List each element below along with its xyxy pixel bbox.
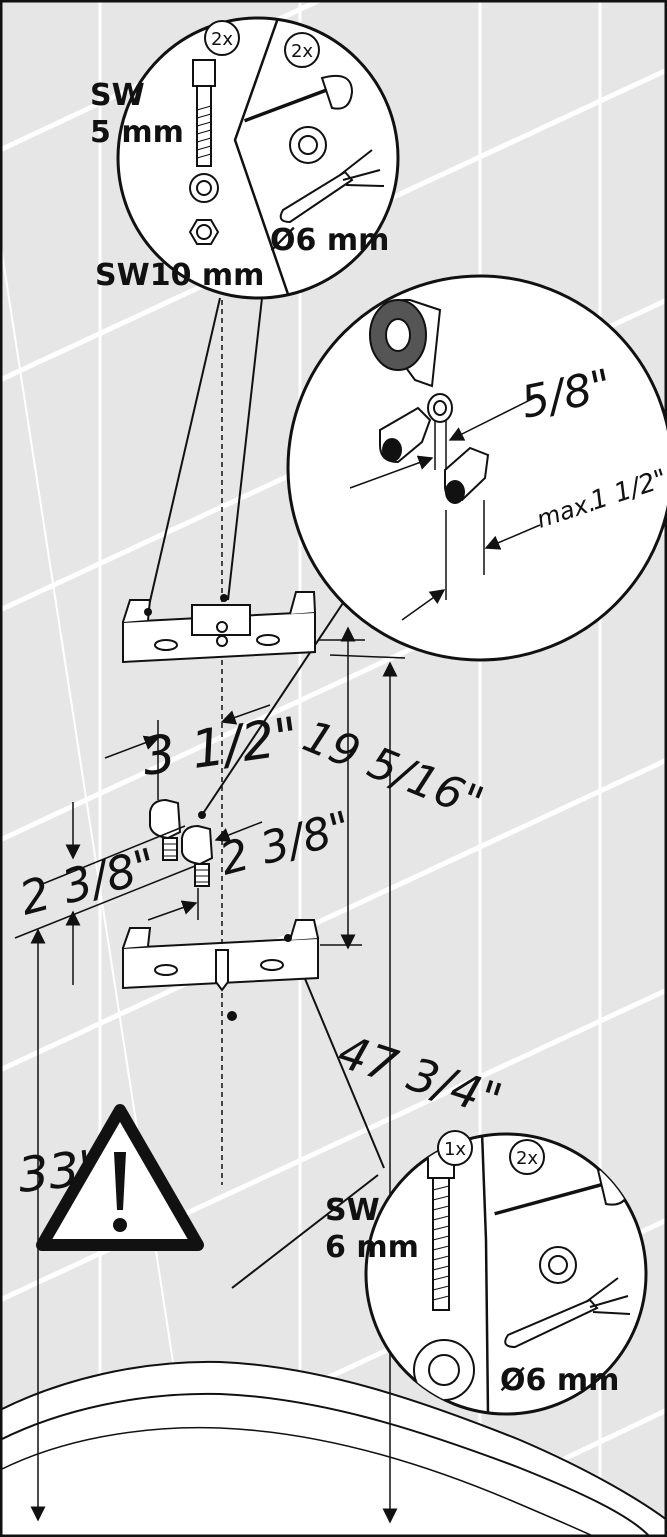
warning-icon [36, 1104, 204, 1251]
elbow-lower-icon [443, 446, 490, 504]
wall-dowel-icon [279, 149, 385, 224]
dimension-lines [14, 626, 406, 1524]
dowel-size-bottom: Ø6 mm [500, 1363, 619, 1398]
qty-badge-screws: 2x [284, 32, 320, 68]
wall-screw-icon [243, 74, 354, 126]
sealing-tape-icon [369, 298, 442, 388]
top-hardware-callout: 2x 2x SW 5 mm SW10 mm Ø6 mm [90, 16, 400, 300]
upper-wall-bracket [122, 591, 316, 664]
qty-badge-bolt-bottom: 1x [437, 1130, 473, 1166]
bolt-wrench-size-line2: 5 mm [90, 115, 184, 150]
pipe-connection-callout: 5/8" max. 1 1/2" [286, 274, 667, 662]
bolt-bottom-wrench-size-line1: SW [325, 1193, 380, 1228]
qty-screws-label: 2x [291, 41, 313, 62]
qty-badge-bolts: 2x [204, 20, 240, 56]
wall-elbows [149, 798, 214, 887]
bottom-hardware-callout: 1x 2x SW 6 mm Ø6 mm [325, 1130, 648, 1416]
nut-wrench-size: SW10 mm [95, 258, 264, 293]
hex-bolt-icon [192, 59, 216, 167]
hex-nut-icon [188, 219, 220, 245]
washer-icon [189, 173, 219, 203]
elbow-upper-icon [379, 406, 432, 464]
dowel-size-top: Ø6 mm [270, 223, 389, 258]
shower-tray [0, 1360, 667, 1537]
bolt-bottom-wrench-size-line2: 6 mm [325, 1230, 419, 1265]
qty-badge-screws-bottom: 2x [509, 1139, 545, 1175]
callout-leaders [147, 297, 385, 1289]
qty-bolt-bottom-label: 1x [444, 1139, 466, 1160]
lower-wall-bracket [122, 919, 319, 1021]
pipe-fitting-icon [427, 393, 453, 423]
screw-washer-icon [289, 126, 327, 164]
qty-bolts-label: 2x [211, 29, 233, 50]
qty-screws-bottom-label: 2x [516, 1148, 538, 1169]
screw-washer-icon-bottom [539, 1246, 577, 1284]
wall-dowel-icon-bottom [504, 1277, 631, 1349]
bolt-wrench-size-line1: SW [90, 78, 145, 113]
